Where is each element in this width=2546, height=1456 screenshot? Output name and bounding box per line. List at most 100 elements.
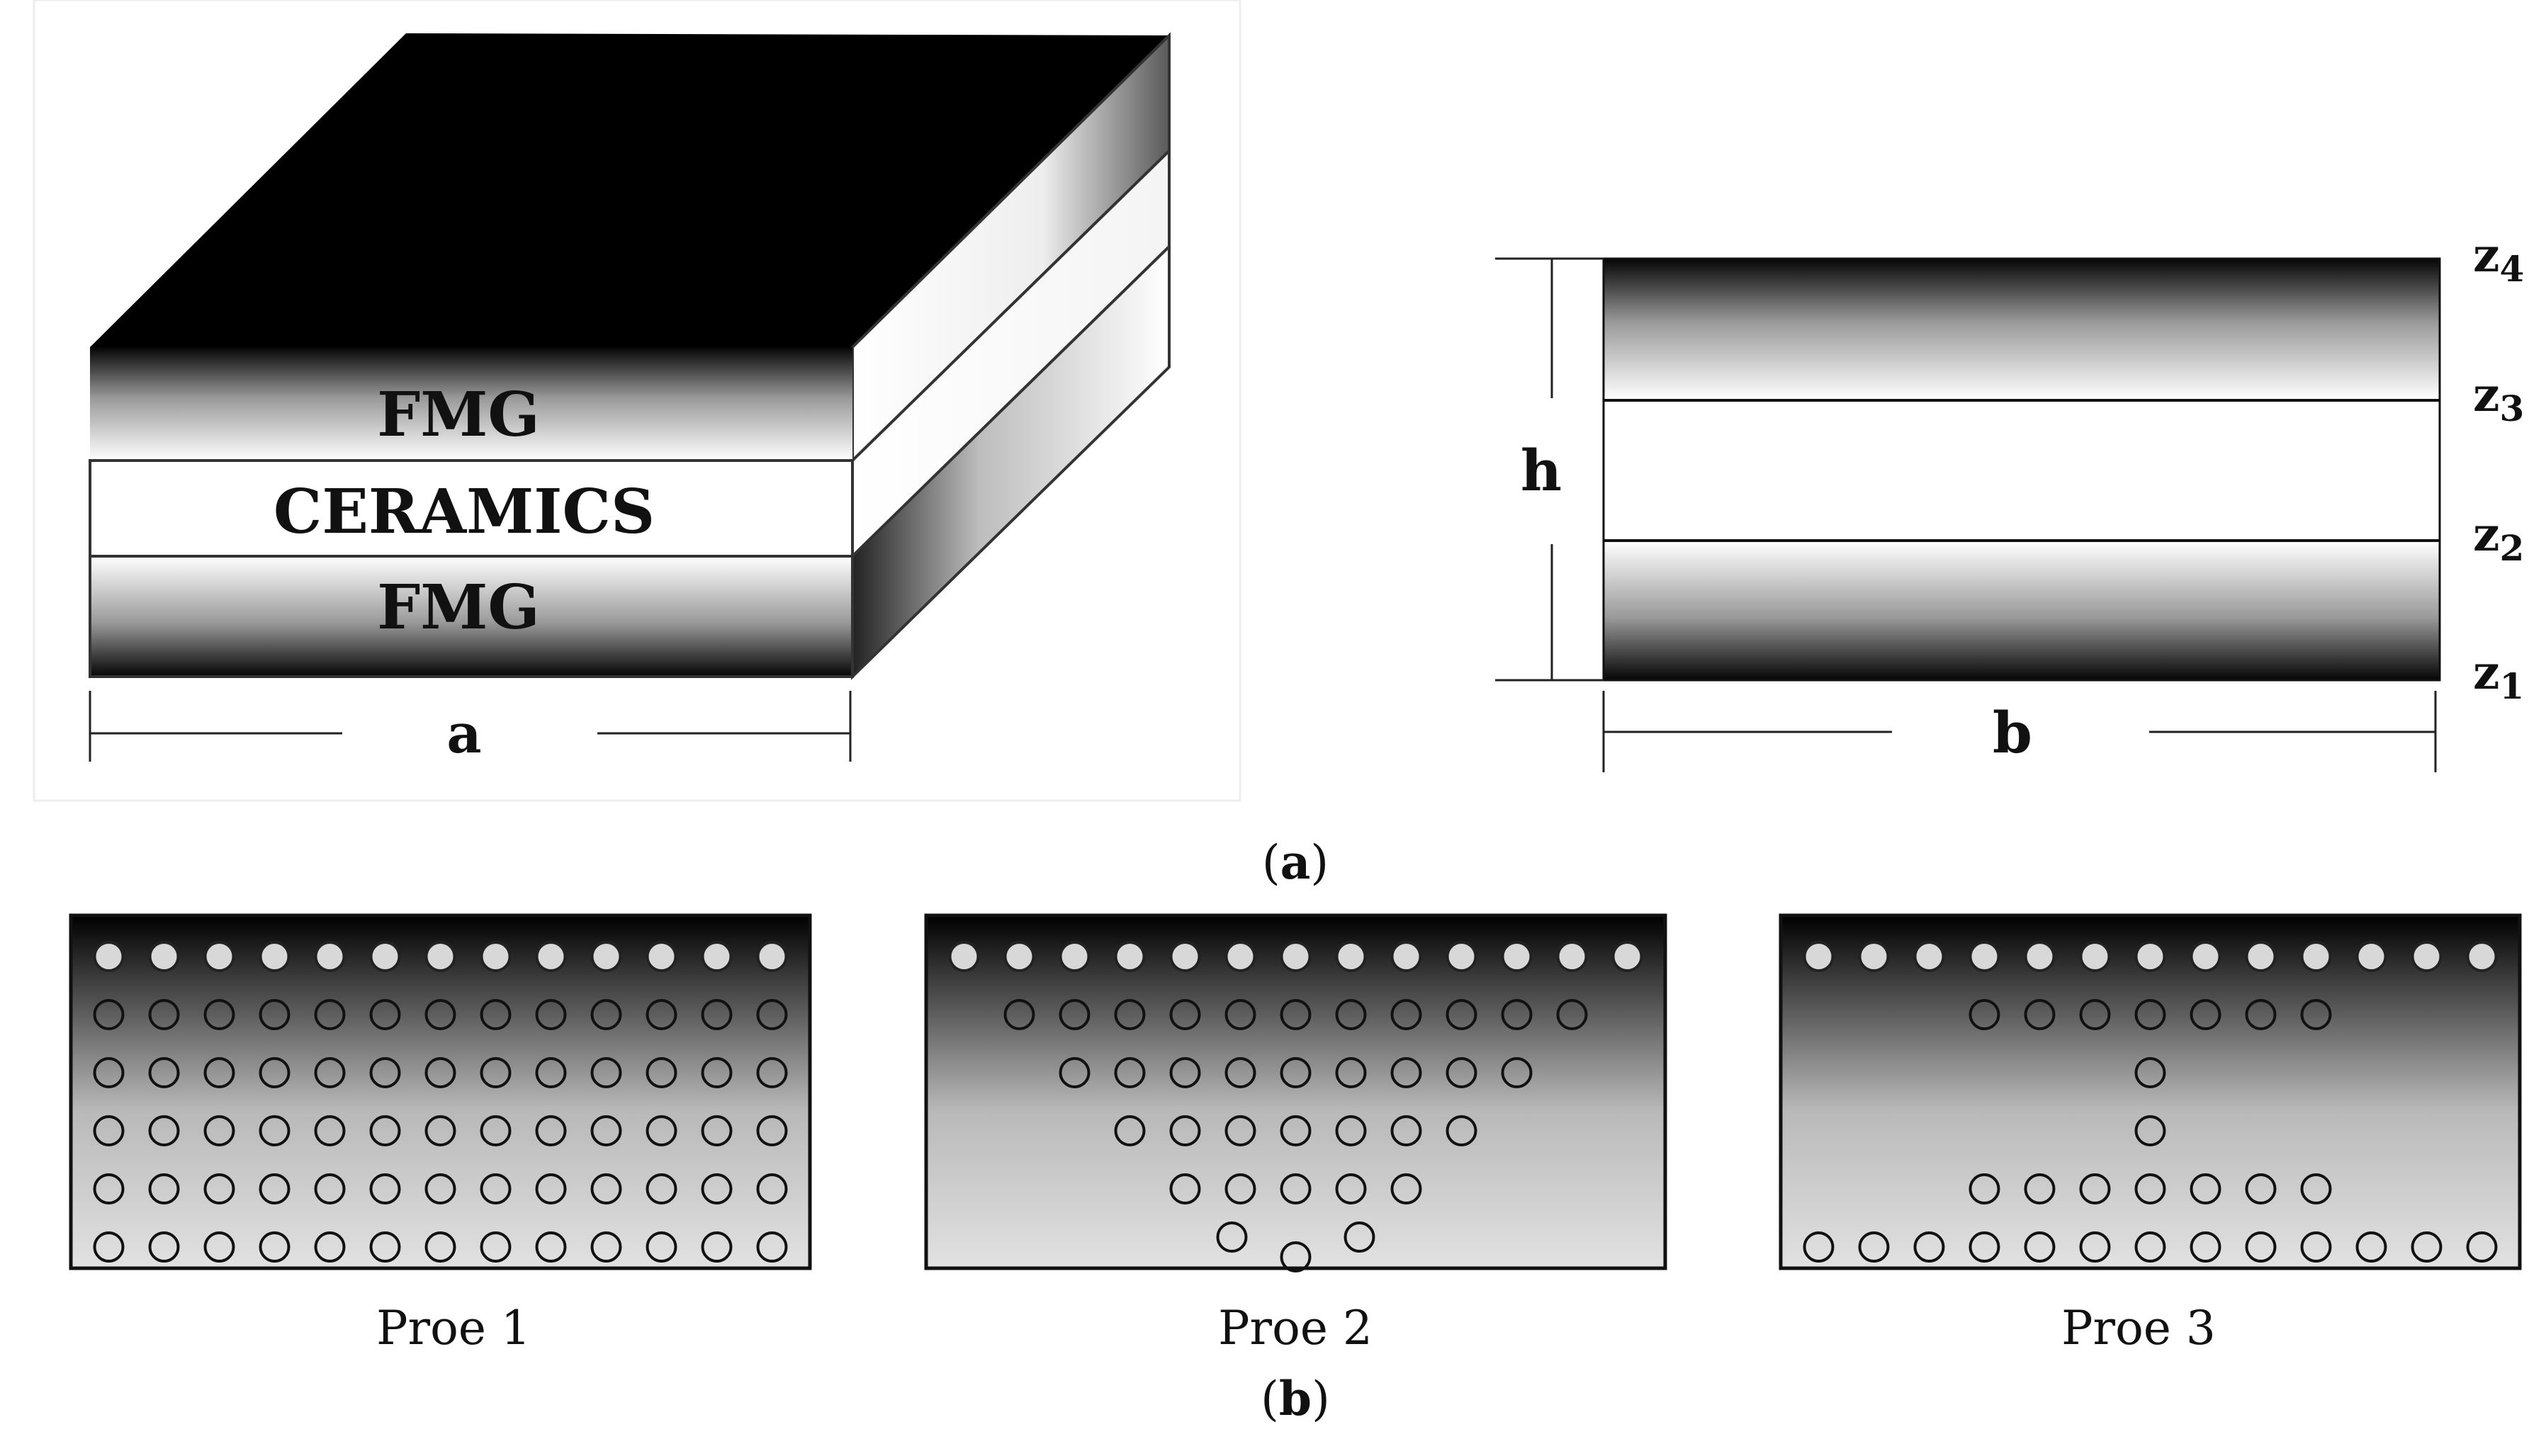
pore bbox=[259, 1115, 291, 1146]
pore bbox=[701, 941, 733, 972]
pore bbox=[480, 999, 512, 1030]
pore bbox=[2134, 999, 2166, 1030]
pore bbox=[1446, 941, 1477, 972]
pore bbox=[2466, 1231, 2498, 1263]
section-layer-fmg-top bbox=[1604, 259, 2440, 400]
pore bbox=[148, 999, 180, 1030]
pore bbox=[1335, 1173, 1367, 1204]
pore bbox=[1114, 999, 1146, 1030]
pore bbox=[1059, 999, 1091, 1030]
pore bbox=[93, 1173, 125, 1204]
pore bbox=[93, 1231, 125, 1263]
pore bbox=[2411, 941, 2443, 972]
pore bbox=[314, 1173, 346, 1204]
pore bbox=[1114, 1115, 1146, 1146]
dimension-label-a: a bbox=[446, 702, 481, 765]
pore bbox=[701, 1057, 733, 1088]
pore bbox=[148, 941, 180, 972]
pore bbox=[1446, 1057, 1477, 1088]
pore bbox=[1858, 1231, 1890, 1263]
pore bbox=[148, 1057, 180, 1088]
caption-b: (b) bbox=[1261, 1371, 1330, 1426]
pore bbox=[314, 941, 346, 972]
pore bbox=[1501, 999, 1533, 1030]
pore bbox=[203, 1173, 235, 1204]
pore bbox=[1216, 1221, 1248, 1253]
pore bbox=[646, 1231, 677, 1263]
pore bbox=[2300, 941, 2332, 972]
pore bbox=[1501, 941, 1533, 972]
porosity-panel-1: Proe 1 bbox=[69, 913, 812, 1355]
pore bbox=[590, 941, 622, 972]
plate-3d: FMG CERAMICS FMG a bbox=[33, 0, 1241, 802]
pore bbox=[259, 941, 291, 972]
pore bbox=[1968, 1173, 2000, 1204]
pore bbox=[148, 1173, 180, 1204]
pore bbox=[2245, 941, 2277, 972]
layer-label-fmg-bottom: FMG bbox=[377, 572, 540, 643]
pore bbox=[2411, 1231, 2443, 1263]
pore bbox=[1169, 941, 1201, 972]
pore bbox=[424, 941, 456, 972]
pore bbox=[2079, 1231, 2111, 1263]
pore bbox=[948, 941, 980, 972]
pore bbox=[2245, 1173, 2277, 1204]
pore bbox=[2355, 1231, 2387, 1263]
pore bbox=[1335, 999, 1367, 1030]
caption-a: (a) bbox=[1262, 835, 1329, 890]
z-label-3: z3 bbox=[2473, 367, 2524, 429]
pore bbox=[2134, 1173, 2166, 1204]
pore bbox=[2079, 999, 2111, 1030]
pore bbox=[1335, 1115, 1367, 1146]
pore bbox=[2355, 941, 2387, 972]
pore bbox=[424, 1115, 456, 1146]
pore bbox=[1280, 1057, 1312, 1088]
front-layer-ceramics bbox=[89, 459, 854, 558]
porosity-panel-1-pores bbox=[93, 941, 788, 1263]
porosity-label-1: Proe 1 bbox=[376, 1301, 531, 1355]
pore bbox=[1390, 1173, 1422, 1204]
pore bbox=[2300, 1173, 2332, 1204]
pore bbox=[590, 1115, 622, 1146]
pore bbox=[480, 941, 512, 972]
pore bbox=[93, 941, 125, 972]
pore bbox=[424, 999, 456, 1030]
pore bbox=[535, 999, 567, 1030]
porosity-panel-3: Proe 3 bbox=[1779, 913, 2522, 1355]
pore bbox=[1114, 941, 1146, 972]
z-label-2: z2 bbox=[2473, 507, 2524, 569]
pore bbox=[1169, 1057, 1201, 1088]
pore bbox=[93, 999, 125, 1030]
pore bbox=[369, 1231, 401, 1263]
pore bbox=[259, 1057, 291, 1088]
section-layer-fmg-bottom bbox=[1604, 541, 2440, 680]
pore bbox=[2024, 999, 2056, 1030]
dimension-label-b: b bbox=[1993, 699, 2032, 766]
porosity-label-3: Proe 3 bbox=[2061, 1301, 2216, 1355]
pore bbox=[1803, 941, 1835, 972]
pore bbox=[369, 1057, 401, 1088]
layer-label-fmg-top: FMG bbox=[377, 379, 540, 451]
pore bbox=[1169, 1173, 1201, 1204]
pore bbox=[314, 1231, 346, 1263]
pore bbox=[2190, 999, 2221, 1030]
pore bbox=[2134, 1057, 2166, 1088]
porosity-panel-2-box bbox=[924, 913, 1667, 1270]
pore bbox=[646, 941, 677, 972]
pore bbox=[646, 1057, 677, 1088]
pore bbox=[148, 1231, 180, 1263]
pore bbox=[480, 1231, 512, 1263]
pore bbox=[2300, 1231, 2332, 1263]
pore bbox=[259, 1231, 291, 1263]
pore bbox=[259, 1173, 291, 1204]
pore bbox=[646, 1115, 677, 1146]
pore bbox=[2134, 1115, 2166, 1146]
pore bbox=[2134, 1231, 2166, 1263]
pore bbox=[1169, 999, 1201, 1030]
pore bbox=[1280, 1115, 1312, 1146]
pore bbox=[2466, 941, 2498, 972]
pore bbox=[590, 1231, 622, 1263]
porosity-panel-3-box bbox=[1779, 913, 2522, 1270]
pore bbox=[1003, 941, 1035, 972]
pore bbox=[1280, 941, 1312, 972]
